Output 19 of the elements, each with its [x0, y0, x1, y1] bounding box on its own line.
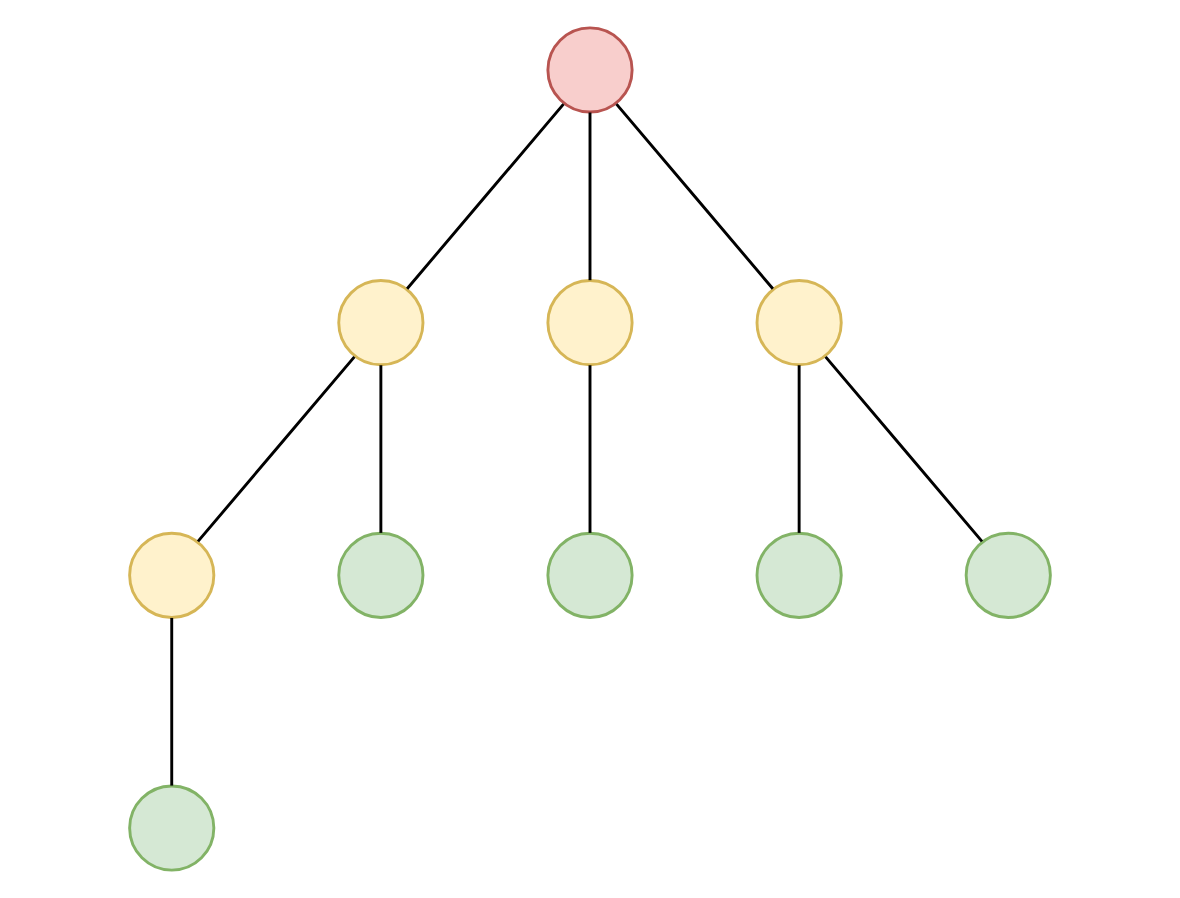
connector [588, 112, 592, 281]
node-circle [755, 531, 843, 619]
connector [797, 365, 801, 533]
node-circle [337, 279, 425, 367]
connector [170, 617, 174, 786]
node-circle [546, 279, 634, 367]
node-circle [128, 531, 216, 619]
connector [196, 355, 356, 543]
node-circle [755, 279, 843, 367]
node-circle [546, 26, 634, 114]
node-circle [337, 531, 425, 619]
node-circle [964, 531, 1052, 619]
connector [379, 365, 383, 533]
node-circle [128, 784, 216, 872]
connector [615, 103, 774, 290]
node-circle [546, 531, 634, 619]
connector [824, 355, 984, 543]
connector [588, 365, 592, 533]
connector [406, 103, 565, 290]
